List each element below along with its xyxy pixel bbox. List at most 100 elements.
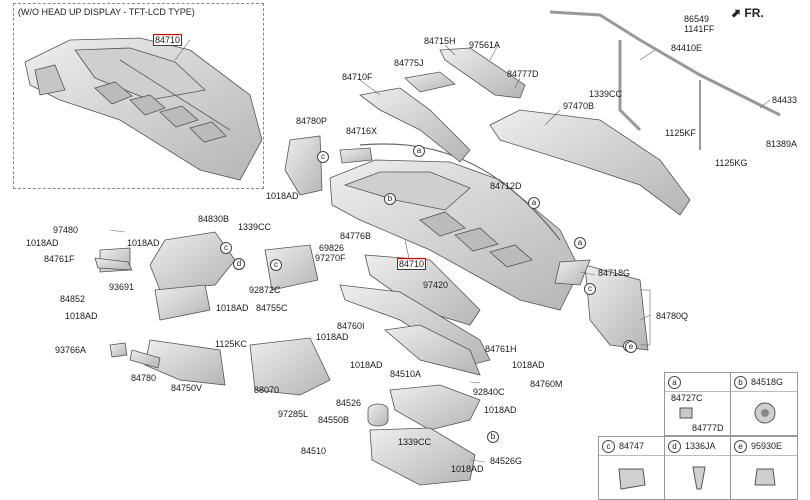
part-label[interactable]: 84526G [490,456,523,466]
part-label[interactable]: 88070 [254,385,280,395]
part-label[interactable]: 84852 [60,294,86,304]
part-label[interactable]: 93691 [109,282,135,292]
legend-letter: c [602,440,615,453]
legend-code: 84777D [692,423,724,433]
part-label[interactable]: 97561A [469,40,501,50]
part-label[interactable]: 84776B [340,231,372,241]
callout-marker: c [270,259,282,271]
part-label[interactable]: 1018AD [65,311,98,321]
legend-code: 84747 [619,441,645,451]
part-label[interactable]: 92840C [473,387,505,397]
callout-marker: a [528,197,540,209]
callout-marker: a [574,237,586,249]
part-label[interactable]: 84410E [671,43,703,53]
part-label[interactable]: 84780P [296,116,328,126]
part-label[interactable]: 84780 [131,373,157,383]
legend-header: e 95930E [731,437,797,456]
part-label[interactable]: 84710F [342,72,373,82]
part-label[interactable]: 1339CC [589,89,623,99]
part-label[interactable]: 84761H [485,344,517,354]
part-label[interactable]: 93766A [55,345,87,355]
legend-header: c 84747 [599,437,665,456]
part-label[interactable]: 1018AD [451,464,484,474]
legend-header: a [665,373,731,392]
callout-marker: b [384,193,396,205]
legend-header: d 1336JA [665,437,731,456]
part-label[interactable]: 84433 [772,95,798,105]
legend-code: 84727C [671,393,703,403]
part-label[interactable]: 84830B [198,214,230,224]
part-label[interactable]: 84716X [346,126,378,136]
inset-title: (W/O HEAD UP DISPLAY - TFT-LCD TYPE) [18,7,195,17]
legend-cell-d[interactable]: d 1336JA [664,436,732,500]
part-label[interactable]: 1141FF [684,24,715,34]
legend-cell-c[interactable]: c 84747 [598,436,666,500]
part-label[interactable]: 97470B [563,101,595,111]
legend-header: b 84518G [731,373,797,392]
pin-clip-icon [692,466,706,490]
part-label[interactable]: 1018AD [512,360,545,370]
legend-code: 84518G [751,377,784,387]
legend-letter: e [734,440,747,453]
legend-cell-e[interactable]: e 95930E [730,436,798,500]
part-label[interactable]: 84526 [336,398,362,408]
arrow-icon: ⬈ [731,6,742,20]
part-label[interactable]: 1339CC [398,437,432,447]
legend-cell-b[interactable]: b 84518G [730,372,798,436]
part-label[interactable]: 1018AD [316,332,349,342]
legend-code: 1336JA [685,441,716,451]
part-label[interactable]: 1339CC [238,222,272,232]
part-label[interactable]: 69826 [319,243,345,253]
part-label[interactable]: 84550B [318,415,350,425]
part-label[interactable]: 97420 [423,280,449,290]
part-label[interactable]: 81389A [766,139,798,149]
part-label[interactable]: 84760I [337,321,365,331]
legend-letter: a [668,376,681,389]
front-direction-indicator: ⬈ FR. [731,6,764,20]
callout-marker: c [317,151,329,163]
part-label[interactable]: 86549 [684,14,710,24]
part-label[interactable]: 84755C [256,303,288,313]
part-label[interactable]: 97285L [278,409,309,419]
inset-dashboard-illustration [24,37,263,181]
part-label[interactable]: 84715H [424,36,456,46]
cluster-fascia-parts [94,135,331,396]
part-label[interactable]: 84718G [598,268,631,278]
part-label[interactable]: 84775J [394,58,424,68]
plug-cap-icon [754,468,776,486]
callout-marker: e [625,341,637,353]
part-label[interactable]: 97270F [315,253,346,263]
legend-letter: b [734,376,747,389]
part-label[interactable]: 84510A [390,369,422,379]
part-label[interactable]: 84760M [530,379,563,389]
inset-frame [13,3,264,189]
cowl-crossmember-illustration [489,10,781,216]
legend-cell-a[interactable]: a 84727C 84777D [664,372,732,436]
part-label[interactable]: 84712D [490,181,522,191]
leader-lines [109,39,771,463]
part-label[interactable]: 1125KG [715,158,748,168]
callout-marker: c [584,283,596,295]
part-label[interactable]: 1018AD [266,191,299,201]
part-label[interactable]: 84510 [301,446,327,456]
part-label-inset-84710[interactable]: 84710 [153,34,183,46]
grommet-icon [754,402,776,424]
part-label[interactable]: 84761F [44,254,75,264]
clip-icon [679,407,693,419]
part-label[interactable]: 1018AD [350,360,383,370]
callout-marker: b [487,431,499,443]
part-label-main-84710[interactable]: 84710 [397,258,427,270]
part-label[interactable]: 1018AD [127,238,160,248]
part-label[interactable]: 92872C [249,285,281,295]
part-label[interactable]: 1018AD [216,303,249,313]
part-label[interactable]: 97480 [53,225,79,235]
part-label[interactable]: 84780Q [656,311,689,321]
part-label[interactable]: 1125KC [215,339,247,349]
part-label[interactable]: 1125KF [665,128,696,138]
part-label[interactable]: 1018AD [26,238,59,248]
part-label[interactable]: 1018AD [484,405,517,415]
lower-panel-parts [339,254,649,486]
part-label[interactable]: 84777D [507,69,539,79]
part-label[interactable]: 84750V [171,383,203,393]
